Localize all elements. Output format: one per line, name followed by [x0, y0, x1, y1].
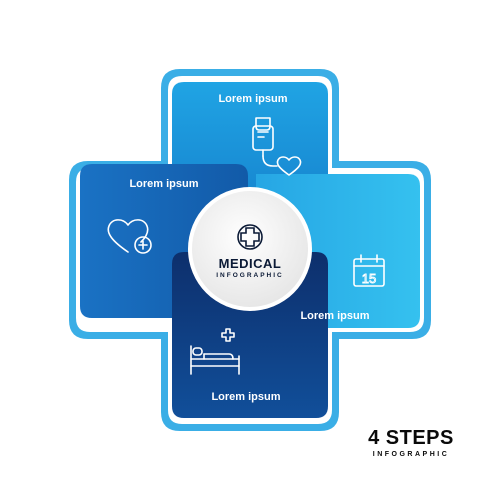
footer-caption: 4 STEPS INFOGRAPHIC: [356, 428, 466, 458]
center-badge: MEDICAL INFOGRAPHIC: [188, 187, 312, 311]
step-label-right: Lorem ipsum: [300, 310, 369, 322]
heart-plus-icon: [107, 219, 152, 254]
footer-title: 4 STEPS: [368, 427, 454, 449]
calendar-icon: 15: [353, 254, 385, 287]
calendar-day: 15: [362, 271, 376, 286]
footer-subtitle: INFOGRAPHIC: [372, 451, 450, 458]
center-title: MEDICAL: [219, 256, 282, 271]
step-label-top: Lorem ipsum: [218, 93, 287, 105]
center-subtitle: INFOGRAPHIC: [216, 272, 284, 279]
step-label-bottom: Lorem ipsum: [211, 391, 280, 403]
step-label-left: Lorem ipsum: [129, 178, 198, 190]
medical-cross-icon: [237, 224, 263, 250]
iv-drip-heart-icon: [252, 117, 302, 176]
hospital-bed-icon: [190, 328, 240, 375]
